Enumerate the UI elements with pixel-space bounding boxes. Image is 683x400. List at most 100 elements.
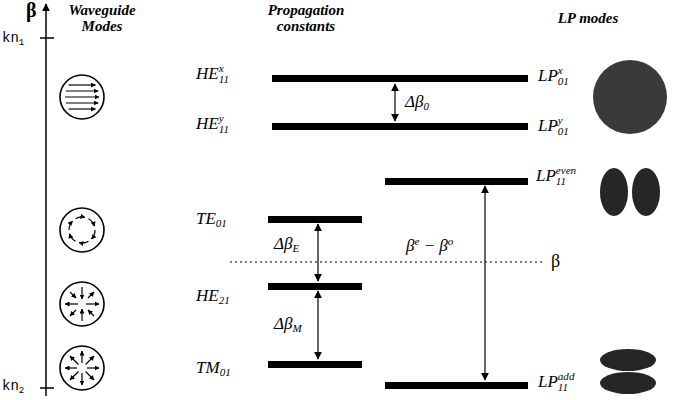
subscript: 11 (219, 73, 229, 85)
field-arrow (69, 108, 96, 109)
subscript: 0 (423, 100, 429, 112)
propagation-bar (272, 75, 528, 82)
field-arrow (81, 351, 82, 363)
difference-arrow (317, 224, 318, 281)
subscript: 01 (220, 366, 231, 378)
superscript: x (219, 63, 224, 74)
mode-label: βe − βo (404, 236, 455, 256)
mode-label: LP01x (538, 66, 569, 87)
field-arrow (70, 372, 78, 380)
superscript: o (448, 235, 454, 247)
symbol: kn (2, 30, 19, 46)
mode-label: LP11add (538, 372, 568, 393)
field-arrow (69, 221, 72, 230)
mode-label: β (26, 0, 37, 20)
symbol: kn (2, 378, 19, 394)
subscript: 01 (558, 75, 569, 87)
propagation-bar (268, 216, 362, 223)
symbol: β (406, 236, 414, 255)
difference-arrow (317, 291, 318, 359)
symbol: HE (196, 286, 219, 305)
propagation-bar (385, 178, 528, 185)
lp11-even-lobe (600, 168, 628, 216)
mode-label: HE11x (196, 64, 229, 85)
mode-label: kn2 (2, 376, 24, 396)
field-arrow (89, 219, 95, 226)
field-arrow (76, 217, 85, 219)
fiber-cross-section (60, 208, 104, 252)
symbol: LP (536, 166, 556, 185)
symbol: Δβ (405, 92, 423, 111)
superscript: y (219, 113, 224, 124)
fiber-cross-section (60, 346, 104, 390)
index-stack: 11add (558, 382, 568, 393)
lp01-intensity (593, 60, 667, 134)
symbol: Δβ (274, 234, 292, 253)
symbol: TM (196, 358, 220, 377)
symbol: TE (196, 209, 216, 228)
field-arrow (65, 96, 99, 97)
field-arrow (92, 230, 95, 239)
symbol: Δβ (274, 314, 292, 333)
dotted-beta-line (230, 261, 545, 262)
subscript: 21 (219, 294, 230, 306)
fiber-cross-section (60, 75, 104, 119)
difference-arrow (394, 84, 395, 121)
superscript: even (556, 165, 576, 176)
field-arrow (70, 292, 76, 298)
symbol: HE (196, 64, 219, 83)
mode-label: β (551, 251, 560, 271)
lp11-even-lobe (632, 168, 660, 216)
field-arrow (65, 367, 77, 368)
field-arrow (81, 309, 82, 321)
fiber-cross-section (60, 282, 104, 326)
mode-label: TE01 (196, 209, 227, 229)
field-arrow (70, 356, 78, 364)
field-arrow (81, 287, 82, 299)
mode-label: ΔβE (274, 234, 299, 254)
field-arrow (66, 102, 98, 103)
mode-label: ΔβM (274, 314, 302, 334)
column-heading: Waveguide Modes (54, 2, 150, 34)
subscript: 11 (556, 175, 566, 187)
symbol: LP (538, 66, 558, 85)
symbol: − β (419, 236, 447, 255)
propagation-bar (272, 123, 528, 130)
column-heading: Propagation constants (250, 2, 362, 34)
mode-label: HE11y (196, 114, 229, 135)
axis-tick (40, 37, 54, 39)
subscript: 11 (219, 123, 229, 135)
mode-label: LP11even (536, 166, 566, 187)
index-stack: 11x (219, 74, 229, 85)
field-arrow (86, 372, 94, 380)
symbol: HE (196, 114, 219, 133)
index-stack: 01y (558, 126, 569, 137)
field-arrow (88, 292, 94, 298)
index-stack: 01x (558, 76, 569, 87)
index-stack: 11y (219, 124, 229, 135)
beta-axis (45, 4, 47, 396)
column-heading: LP modes (540, 10, 636, 26)
mode-label: Δβ0 (405, 92, 429, 112)
field-arrow (81, 373, 82, 385)
field-arrow (86, 356, 94, 364)
field-arrow (66, 90, 98, 91)
subscript: 01 (216, 217, 227, 229)
propagation-bar (385, 382, 528, 389)
field-arrow (87, 367, 99, 368)
field-arrow (65, 303, 78, 304)
mode-label: TM01 (196, 358, 231, 378)
subscript: 1 (19, 37, 24, 48)
field-arrow (79, 241, 88, 243)
propagation-bar (268, 283, 362, 290)
axis-tick (40, 387, 54, 389)
field-arrow (70, 234, 76, 241)
superscript: y (558, 115, 563, 126)
field-arrow (69, 84, 96, 85)
mode-label: kn1 (2, 28, 24, 48)
difference-arrow (484, 186, 485, 380)
subscript: 01 (558, 125, 569, 137)
field-arrow (86, 303, 99, 304)
